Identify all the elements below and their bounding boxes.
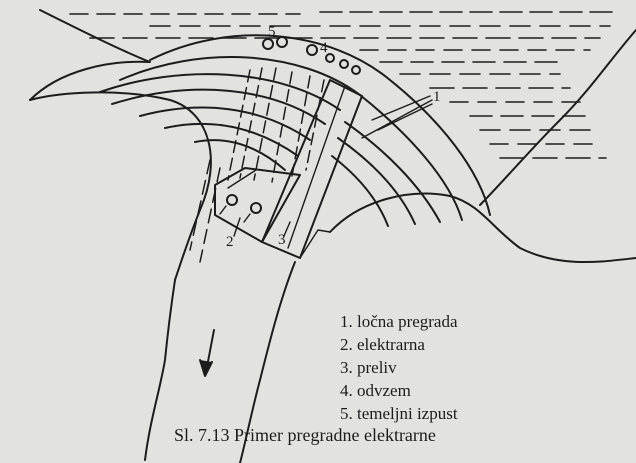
intake-icon: [325, 53, 335, 63]
power-station: [189, 67, 325, 263]
intake-icon: [306, 44, 318, 56]
intake-icon: [276, 36, 288, 48]
terrain: [29, 9, 636, 463]
intake-icon: [262, 38, 274, 50]
turbine-icon: [250, 202, 262, 214]
reservoir-water: [69, 11, 621, 159]
turbine-icon: [226, 194, 238, 206]
legend: 1. ločna pregrada 2. elektrarna 3. preli…: [340, 310, 458, 425]
callout-leaders: [233, 103, 433, 237]
callout-2: 2: [226, 234, 234, 250]
intake-icon: [351, 65, 361, 75]
callout-4: 4: [320, 40, 328, 56]
legend-item-intake: 4. odvzem: [340, 381, 411, 400]
flow-arrow: [199, 329, 215, 377]
callout-3: 3: [278, 232, 286, 248]
spillway: [261, 79, 363, 259]
figure-caption: Sl. 7.13 Primer pregradne elektrarne: [174, 425, 436, 445]
legend-item-power-station: 2. elektrarna: [340, 335, 425, 354]
intakes: [262, 36, 361, 75]
intake-icon: [339, 59, 349, 69]
legend-item-arch-dam: 1. ločna pregrada: [340, 312, 458, 331]
legend-item-spillway: 3. preliv: [340, 358, 397, 377]
callout-5: 5: [268, 24, 276, 40]
callout-1: 1: [433, 89, 441, 105]
legend-item-bottom-outlet: 5. temeljni izpust: [340, 404, 458, 423]
arch-dam: [99, 34, 491, 227]
